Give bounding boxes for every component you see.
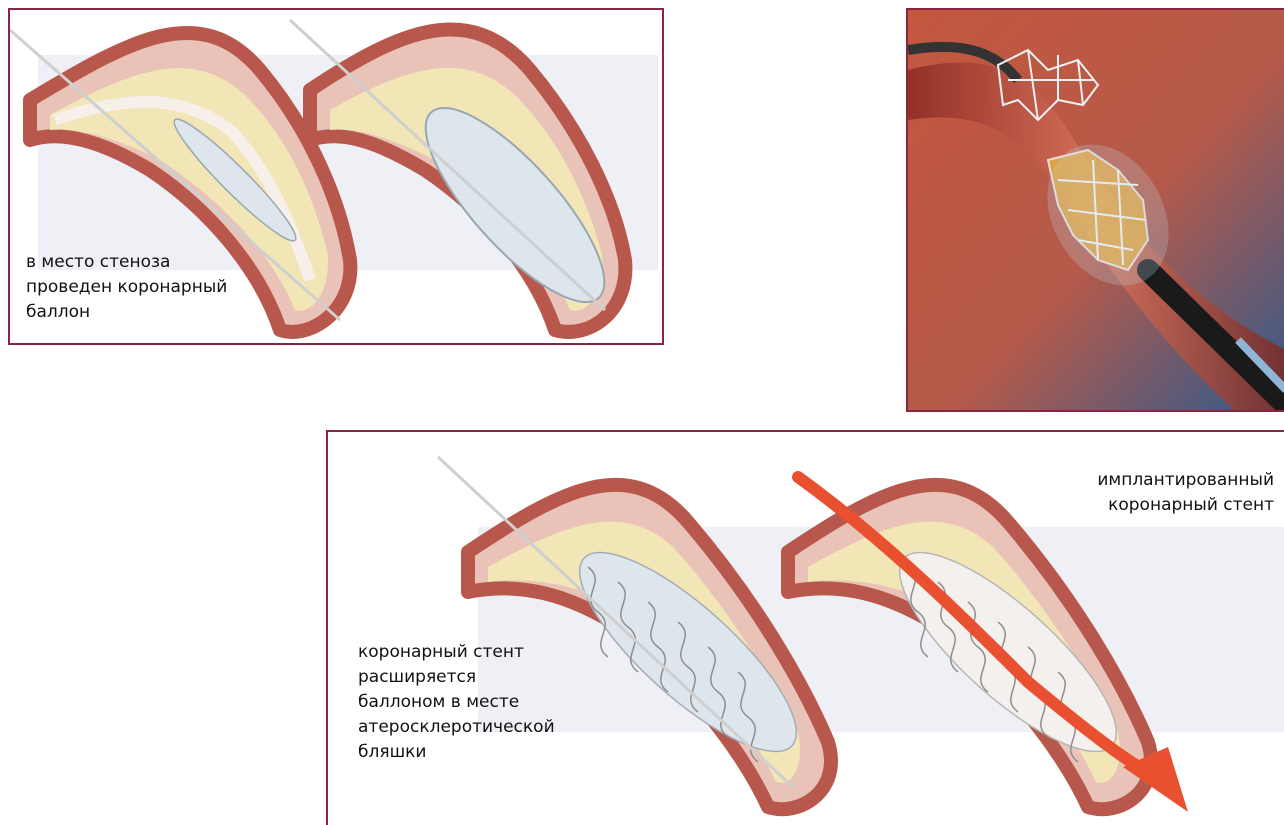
caption-stent-implanted: имплантированный коронарный стент [1014, 468, 1274, 518]
stent-deployment-panel: коронарный стент расширяется баллоном в … [326, 430, 1284, 825]
stent-render-illustration [908, 10, 1284, 412]
stent-render-panel [906, 8, 1284, 412]
balloon-angioplasty-panel: в место стеноза проведен коронарный балл… [8, 8, 664, 345]
caption-stent-expanding: коронарный стент расширяется баллоном в … [358, 640, 628, 765]
caption-balloon: в место стеноза проведен коронарный балл… [26, 250, 306, 325]
